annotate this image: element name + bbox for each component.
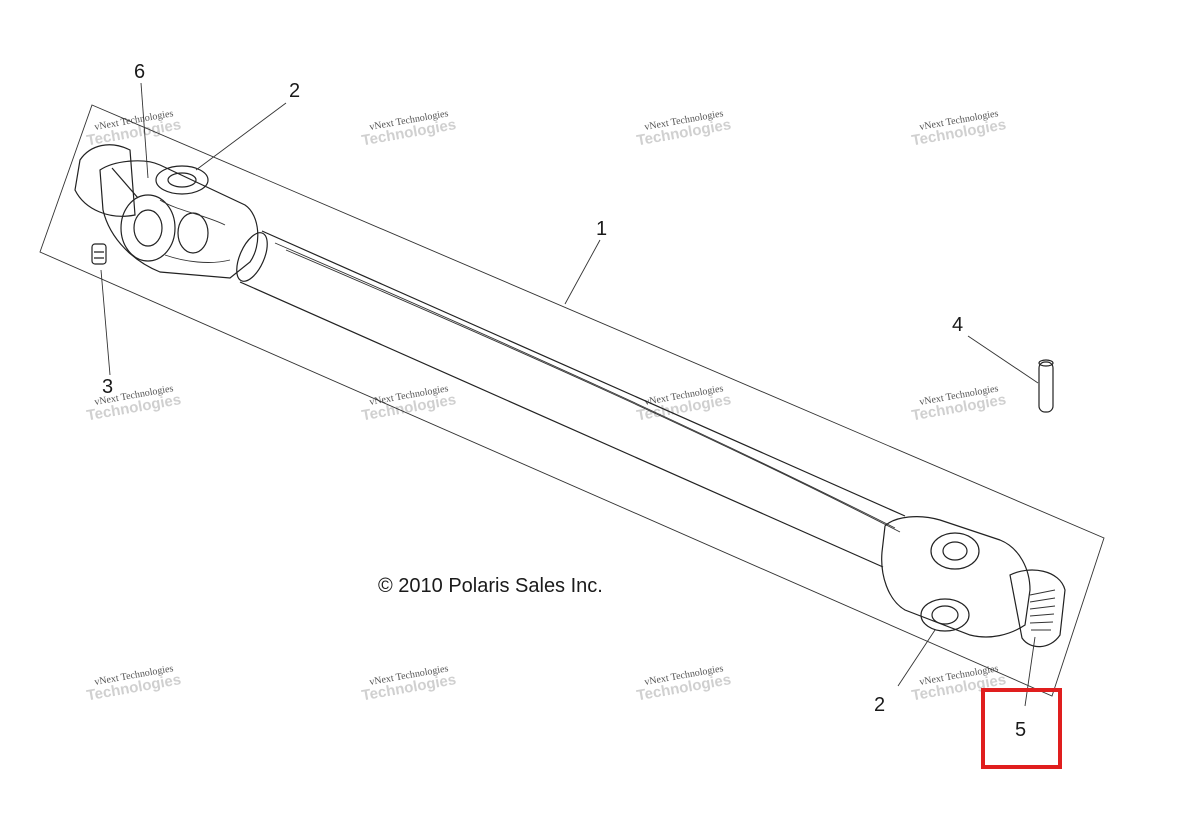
drive-shaft-tube [236, 230, 906, 568]
watermark: Technologies vNext Technologies [360, 663, 457, 704]
callout-3: 3 [102, 376, 113, 398]
watermark: Technologies vNext Technologies [635, 663, 732, 704]
watermark: Technologies vNext Technologies [85, 383, 182, 424]
watermark: Technologies vNext Technologies [85, 663, 182, 704]
watermark: Technologies vNext Technologies [910, 663, 1007, 704]
copyright-text: © 2010 Polaris Sales Inc. [378, 575, 603, 597]
leader-lines [100, 82, 1039, 707]
callout-1: 1 [596, 218, 607, 240]
spline-end-icon [1029, 589, 1056, 631]
watermark: Technologies vNext Technologies [85, 108, 182, 149]
callout-5: 5 [1015, 719, 1026, 741]
callout-2-front: 2 [289, 80, 300, 102]
watermark: Technologies vNext Technologies [360, 108, 457, 149]
callout-2-rear: 2 [874, 694, 885, 716]
callout-4: 4 [952, 314, 963, 336]
front-u-joint [74, 144, 259, 279]
callout-6: 6 [134, 61, 145, 83]
watermark: Technologies vNext Technologies [360, 383, 457, 424]
grease-fitting [91, 243, 107, 265]
watermark-grid: Technologies vNext Technologies Technolo… [85, 108, 1007, 704]
watermark: Technologies vNext Technologies [635, 108, 732, 149]
highlight-box [981, 688, 1062, 769]
watermark: Technologies vNext Technologies [910, 383, 1007, 424]
watermark: Technologies vNext Technologies [910, 108, 1007, 149]
roll-pin [1038, 359, 1054, 413]
rear-u-joint [881, 516, 1066, 648]
assembly-outline [39, 104, 1105, 697]
callouts: 6 2 1 4 3 2 5 [102, 61, 1026, 741]
